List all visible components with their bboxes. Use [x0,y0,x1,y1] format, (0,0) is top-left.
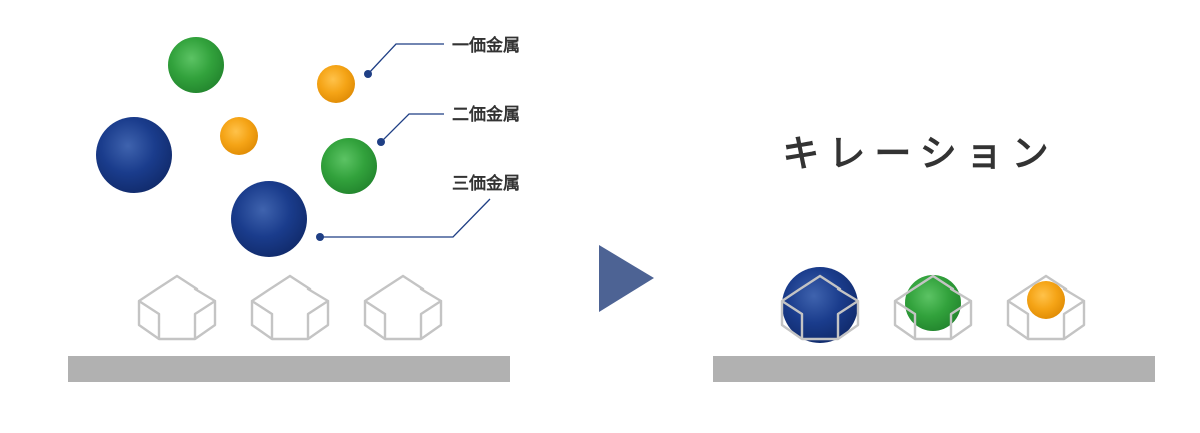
left-panel: 一価金属 二価金属 三価金属 [68,35,520,382]
ion-trivalent [231,181,307,257]
callout-trivalent: 三価金属 [316,173,520,241]
callout-monovalent: 一価金属 [364,35,520,78]
ion-trivalent [96,117,172,193]
ion-monovalent-chelated [1027,281,1065,319]
chelator-cage-bound [893,274,973,341]
ion-divalent-chelated [905,275,961,331]
chelator-cage-empty [137,274,217,341]
chelator-cages-left [137,274,443,341]
chelator-cage-bound [1006,274,1086,341]
chelator-cage-bound [780,274,860,341]
title-chelation: キレーション [782,132,1057,175]
substrate-bar-right [713,356,1155,382]
chelator-cage-empty [250,274,330,341]
play-arrow-icon [599,245,654,312]
right-panel: キレーション [713,132,1155,382]
metal-ions-free [96,37,377,257]
label-monovalent: 一価金属 [452,35,520,56]
ion-monovalent [220,117,258,155]
chelator-cages-right [780,274,1086,341]
ion-monovalent [317,65,355,103]
callout-divalent: 二価金属 [377,104,520,146]
ion-divalent [321,138,377,194]
ion-divalent [168,37,224,93]
label-trivalent: 三価金属 [452,173,520,194]
chelator-cage-empty [363,274,443,341]
legend-callouts: 一価金属 二価金属 三価金属 [316,35,520,241]
substrate-bar-left [68,356,510,382]
label-divalent: 二価金属 [452,104,520,125]
